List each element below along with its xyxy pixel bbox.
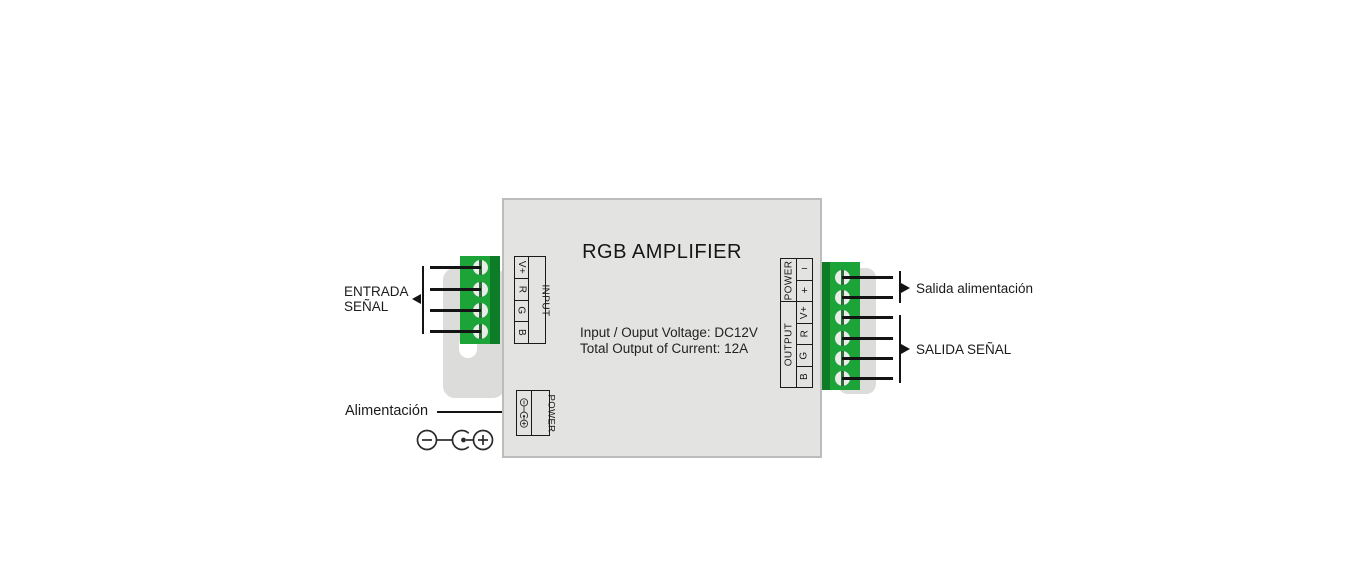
input-pin-b: B [515,329,527,337]
output-pin-r: R [799,329,810,338]
input-wire-2 [430,288,481,291]
spec-current: Total Output of Current: 12A [580,340,749,356]
signal-output-label: SALIDA SEÑAL [916,342,1012,357]
input-signal-label: ENTRADA SEÑAL [344,284,409,314]
output-power-group-label: POWER [783,260,794,301]
input-pin-table: V+ R G B INPUT [514,256,551,344]
input-signal-bracket [422,266,424,334]
input-pin-v+: V+ [516,260,527,275]
power-output-arrow-icon [901,283,910,293]
dc-power-table: POWER [516,390,556,436]
output-wire-5 [842,357,893,360]
signal-output-arrow-icon [901,344,910,354]
signal-output-bracket [899,315,901,383]
power-input-label: Alimentación [345,403,429,419]
input-group-label: INPUT [539,284,551,316]
device-specs: Input / Ouput Voltage: DC12V Total Outpu… [580,325,758,356]
dc-power-group-label: POWER [545,394,557,432]
input-wire-4 [430,330,481,333]
power-input-line [437,411,502,413]
input-pin-r: R [516,285,527,293]
output-pin-g: G [799,351,810,360]
output-pin-plus: + [801,284,808,297]
output-wire-2 [842,296,893,299]
output-wire-1 [842,276,893,279]
dc-jack-polarity-icon [415,425,495,460]
output-wire-6 [842,377,893,380]
input-wire-1 [430,266,481,269]
spec-voltage: Input / Ouput Voltage: DC12V [580,325,758,340]
dc-jack-polarity-vertical-icon [516,398,532,428]
input-terminal-block-edge [490,256,500,344]
output-pin-v+: V+ [799,305,810,319]
output-pin-table: POWER OUTPUT − + V+ R G B [780,258,813,388]
output-signal-group-label: OUTPUT [783,322,795,367]
power-output-bracket [899,271,901,303]
output-pin-minus: − [801,263,808,276]
input-wire-3 [430,309,481,312]
power-output-label: Salida alimentación [916,281,1034,296]
output-pin-b: B [798,373,810,381]
device-title: RGB AMPLIFIER [582,241,742,263]
input-signal-label-line2: SEÑAL [344,299,389,314]
input-signal-label-line1: ENTRADA [344,284,409,299]
output-terminal-block-edge [822,262,830,390]
input-signal-arrow-icon [412,294,421,304]
output-wire-4 [842,337,893,340]
output-wire-3 [842,316,893,319]
amplifier-case [502,198,822,458]
input-pin-g: G [516,306,527,315]
